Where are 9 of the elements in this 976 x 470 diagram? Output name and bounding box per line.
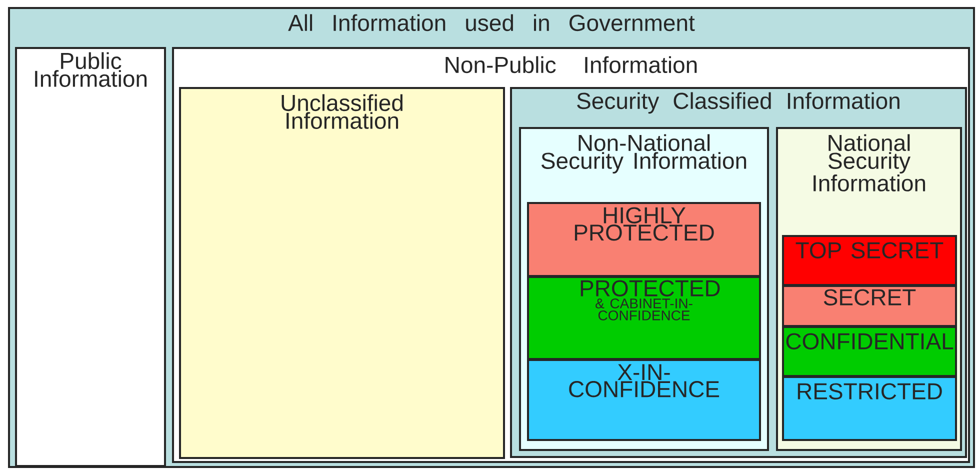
level-band: CONFIDENTIAL — [782, 326, 957, 377]
level-band: PROTECTED & CABINET-IN-CONFIDENCE — [527, 276, 761, 360]
level-band: X-IN-CONFIDENCE — [527, 359, 761, 441]
level-band: SECRET — [782, 285, 957, 327]
level-band: HIGHLY PROTECTED — [527, 202, 761, 277]
level-band: RESTRICTED — [782, 376, 957, 441]
panel: Public Information — [15, 47, 166, 467]
panel: Unclassified Information — [179, 87, 505, 459]
level-band: TOP SECRET — [782, 235, 957, 286]
